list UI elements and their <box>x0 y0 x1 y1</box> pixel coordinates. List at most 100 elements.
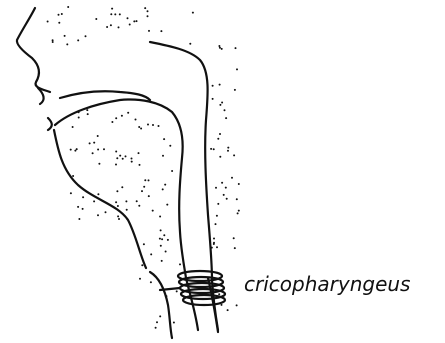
stipple-dot <box>93 200 95 202</box>
stipple-dot <box>189 43 191 45</box>
stipple-dot <box>72 175 74 177</box>
stipple-dot <box>67 6 69 8</box>
stipple-dot <box>212 98 214 100</box>
stipple-dot <box>159 238 161 240</box>
stipple-dot <box>165 295 167 297</box>
stipple-dot <box>150 281 152 283</box>
stipple-dot <box>216 246 218 248</box>
stipple-dot <box>221 48 223 50</box>
stipple-dot <box>221 304 223 306</box>
stipple-dot <box>115 201 117 203</box>
stipple-dot <box>125 200 127 202</box>
stipple-dot <box>215 223 217 225</box>
stipple-dot <box>126 209 128 211</box>
stipple-dot <box>147 10 149 12</box>
stipple-dot <box>176 290 178 292</box>
stipple-dot <box>86 109 88 111</box>
jaw-outline <box>54 130 146 268</box>
stipple-dot <box>141 264 143 266</box>
stipple-dot <box>117 215 119 217</box>
stipple-dot <box>173 322 175 324</box>
stipple-dot <box>148 179 150 181</box>
stipple-dot <box>66 43 68 45</box>
stipple-dot <box>115 117 117 119</box>
stipple-dot <box>164 184 166 186</box>
stipple-dot <box>237 212 239 214</box>
stipple-dot <box>77 39 79 41</box>
stipple-dot <box>159 315 161 317</box>
stipple-dot <box>210 148 212 150</box>
stipple-dot <box>87 113 89 115</box>
stipple-dot <box>127 112 129 114</box>
stipple-dot <box>150 253 152 255</box>
stipple-dot <box>127 17 129 19</box>
stipple-dot <box>167 239 169 241</box>
stipple-dot <box>89 142 91 144</box>
stipple-dot <box>223 194 225 196</box>
stipple-dot <box>221 102 223 104</box>
stipple-dot <box>227 147 229 149</box>
stipple-dot <box>117 205 119 207</box>
stipple-dot <box>97 135 99 137</box>
stipple-dot <box>227 309 229 311</box>
stipple-dot <box>148 195 150 197</box>
stipple-dot <box>77 206 79 208</box>
stipple-dot <box>213 242 215 244</box>
stipple-dot <box>61 13 63 15</box>
stipple-dot <box>116 157 118 159</box>
stipple-dot <box>121 115 123 117</box>
stipple-dot <box>52 39 54 41</box>
stipple-dot <box>139 278 141 280</box>
stipple-dot <box>169 145 171 147</box>
stipple-dot <box>58 22 60 24</box>
stipple-dot <box>152 210 154 212</box>
stipple-dot <box>238 210 240 212</box>
stipple-dot <box>97 193 99 195</box>
stipple-dot <box>213 148 215 150</box>
stipple-dot <box>152 124 154 126</box>
stipple-dot <box>136 20 138 22</box>
stipple-dot <box>217 203 219 205</box>
stipple-dot <box>70 192 72 194</box>
stipple-dot <box>235 47 237 49</box>
stipple-dot <box>179 263 181 265</box>
stipple-dot <box>118 218 120 220</box>
stipple-dot <box>141 190 143 192</box>
stipple-dot <box>133 20 135 22</box>
stipple-dot <box>82 208 84 210</box>
stipple-dot <box>138 126 140 128</box>
stipple-dot <box>97 214 99 216</box>
stipple-dot <box>159 216 161 218</box>
stipple-dot <box>163 234 165 236</box>
stipple-dot <box>138 205 140 207</box>
stipple-dot <box>144 179 146 181</box>
stipple-dot <box>160 245 162 247</box>
stipple-dot <box>162 155 164 157</box>
cricopharyngeus-label: cricopharyngeus <box>244 272 410 296</box>
stipple-dot <box>156 321 158 323</box>
stipple-dot <box>78 218 80 220</box>
stipple-dot <box>143 186 145 188</box>
stipple-dot <box>52 41 54 43</box>
stipple-dot <box>47 21 49 23</box>
stipple-dot <box>165 251 167 253</box>
stipple-dot <box>135 119 137 121</box>
stipple-dot <box>161 260 163 262</box>
stipple-dot <box>144 7 146 9</box>
stipple-dot <box>111 8 113 10</box>
stipple-dot <box>171 170 173 172</box>
stipple-dot <box>138 152 140 154</box>
stipple-dot <box>147 124 149 126</box>
stipple-dot <box>122 158 124 160</box>
stipple-dot <box>93 142 95 144</box>
stipple-dot <box>161 238 163 240</box>
stipple-dot <box>219 47 221 49</box>
stipple-dot <box>236 304 238 306</box>
stipple-dot <box>224 109 226 111</box>
stipple-dot <box>143 243 145 245</box>
stipple-dot <box>218 293 220 295</box>
stipple-dot <box>219 156 221 158</box>
stipple-dot <box>103 148 105 150</box>
stipple-dot <box>97 149 99 151</box>
stipple-dot <box>105 211 107 213</box>
